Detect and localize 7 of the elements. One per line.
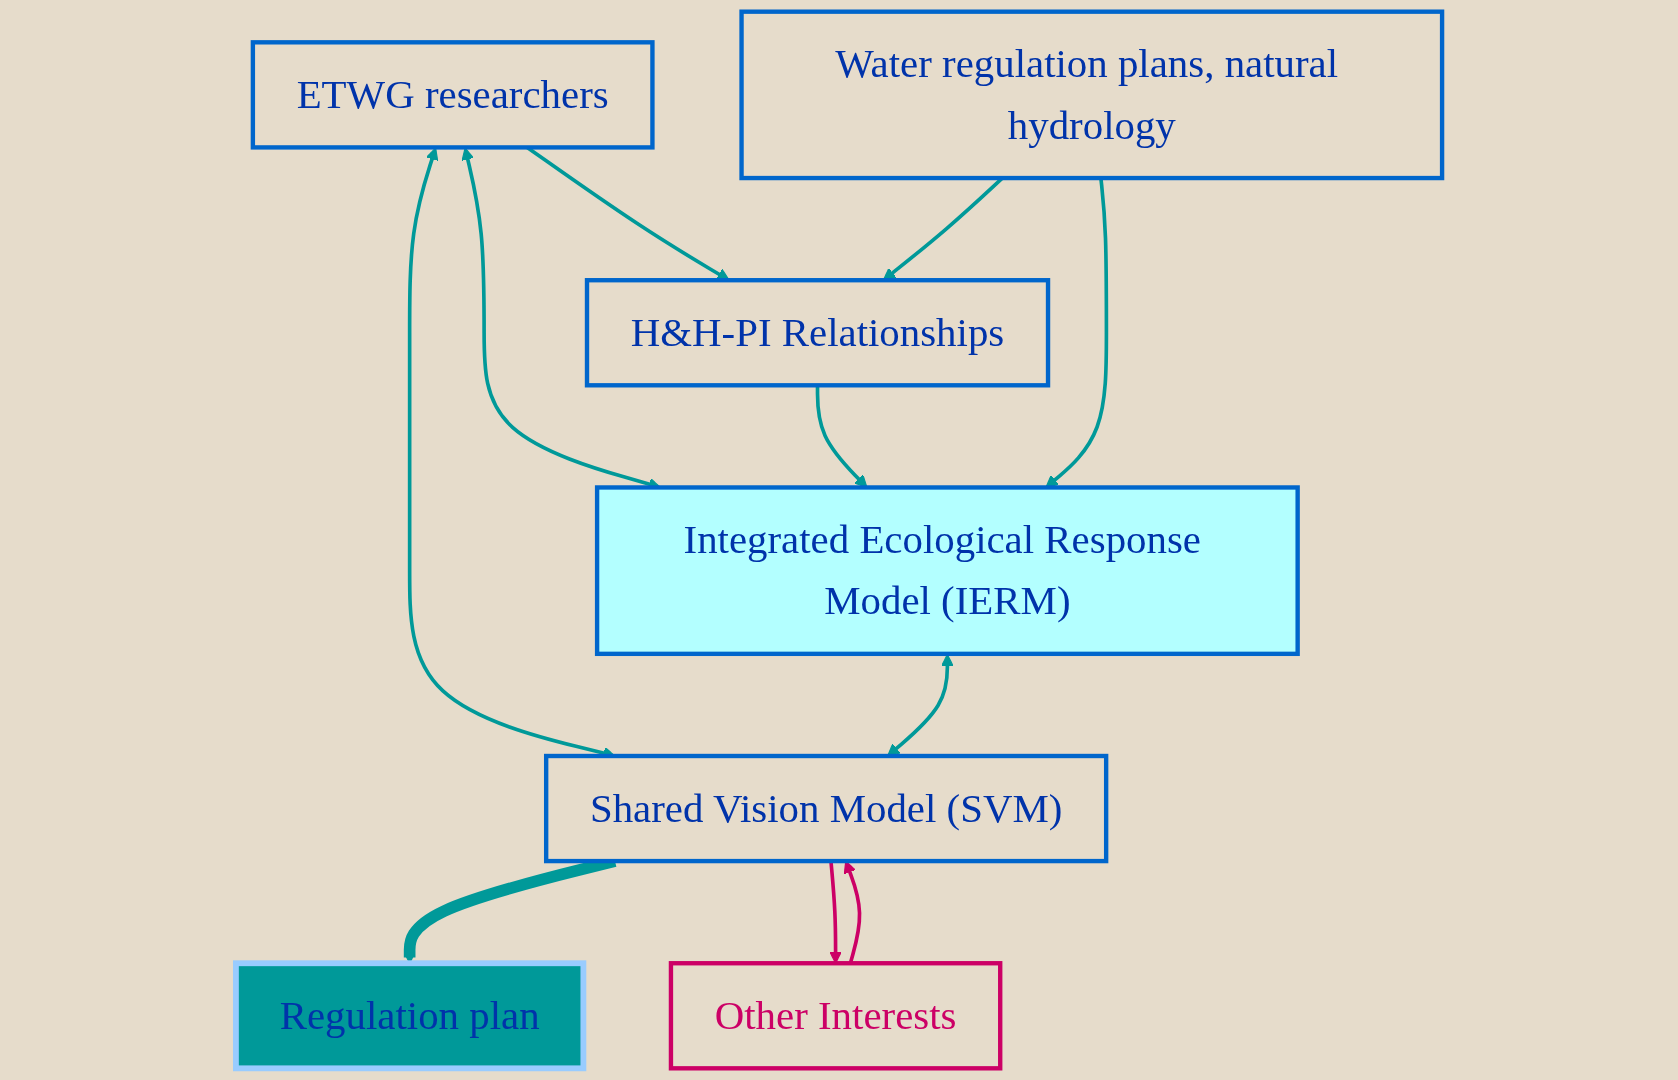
node-box: Other Interests [668,961,1003,1071]
node-box: Shared Vision Model (SVM) [543,753,1109,864]
node-box: ETWG researchers [250,40,655,150]
node-box: Regulation plan [233,960,587,1072]
node-box: Integrated Ecological Response Model (IERM) [594,485,1300,657]
node-box: H&H-PI Relationships [584,278,1051,388]
node-box: Water regulation plans, natural hydrology [739,9,1445,181]
